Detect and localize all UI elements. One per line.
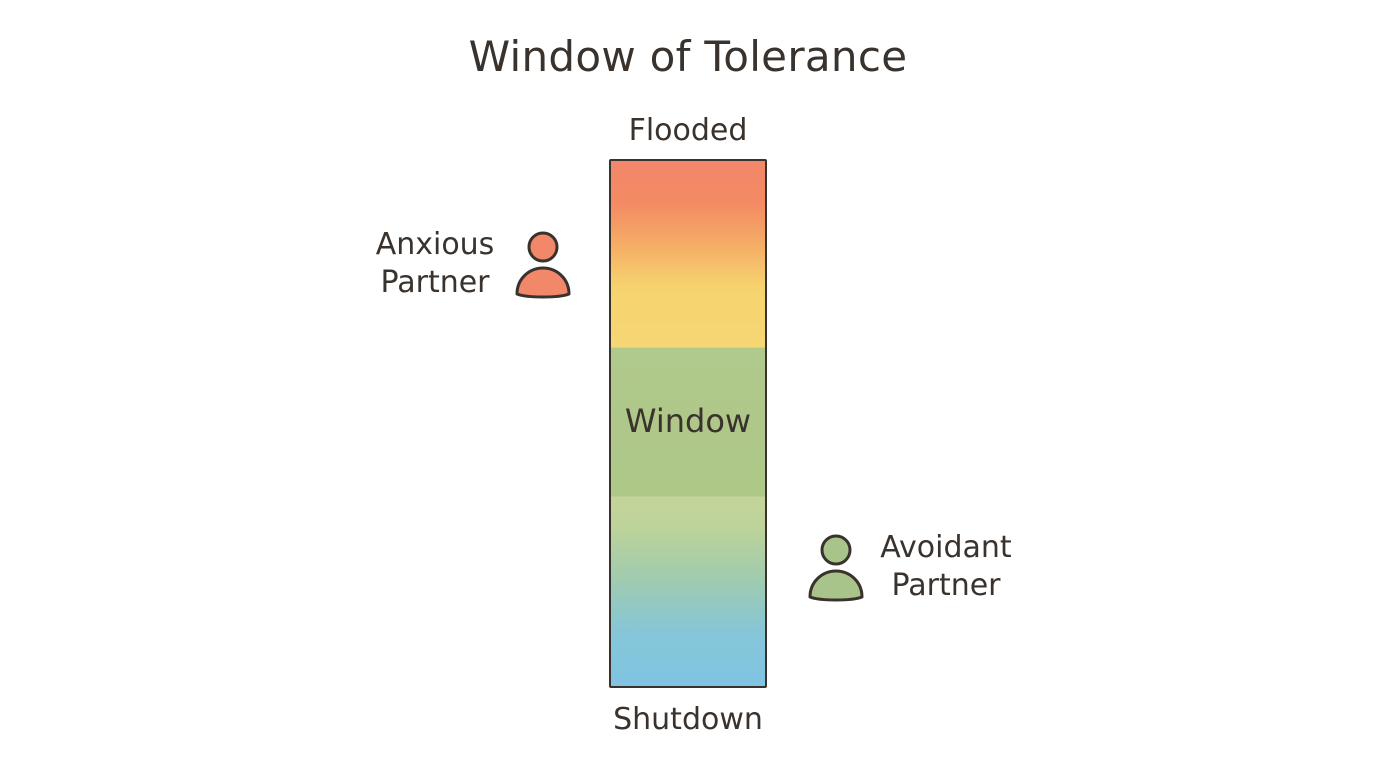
avoidant-partner-label-line1: Avoidant [880,530,1012,565]
anxious-partner-label: Anxious Partner [350,226,520,302]
anxious-partner-label-line2: Partner [380,265,490,300]
avoidant-partner-label: Avoidant Partner [858,529,1034,605]
diagram-title: Window of Tolerance [468,32,908,81]
window-label: Window [624,402,752,440]
shutdown-label: Shutdown [613,702,763,737]
flooded-label: Flooded [628,113,748,148]
avoidant-person-icon [808,534,864,602]
avoidant-partner-label-line2: Partner [891,568,1001,603]
tolerance-bar [609,159,767,688]
anxious-person-icon [515,231,571,299]
anxious-partner-label-line1: Anxious [375,227,495,262]
